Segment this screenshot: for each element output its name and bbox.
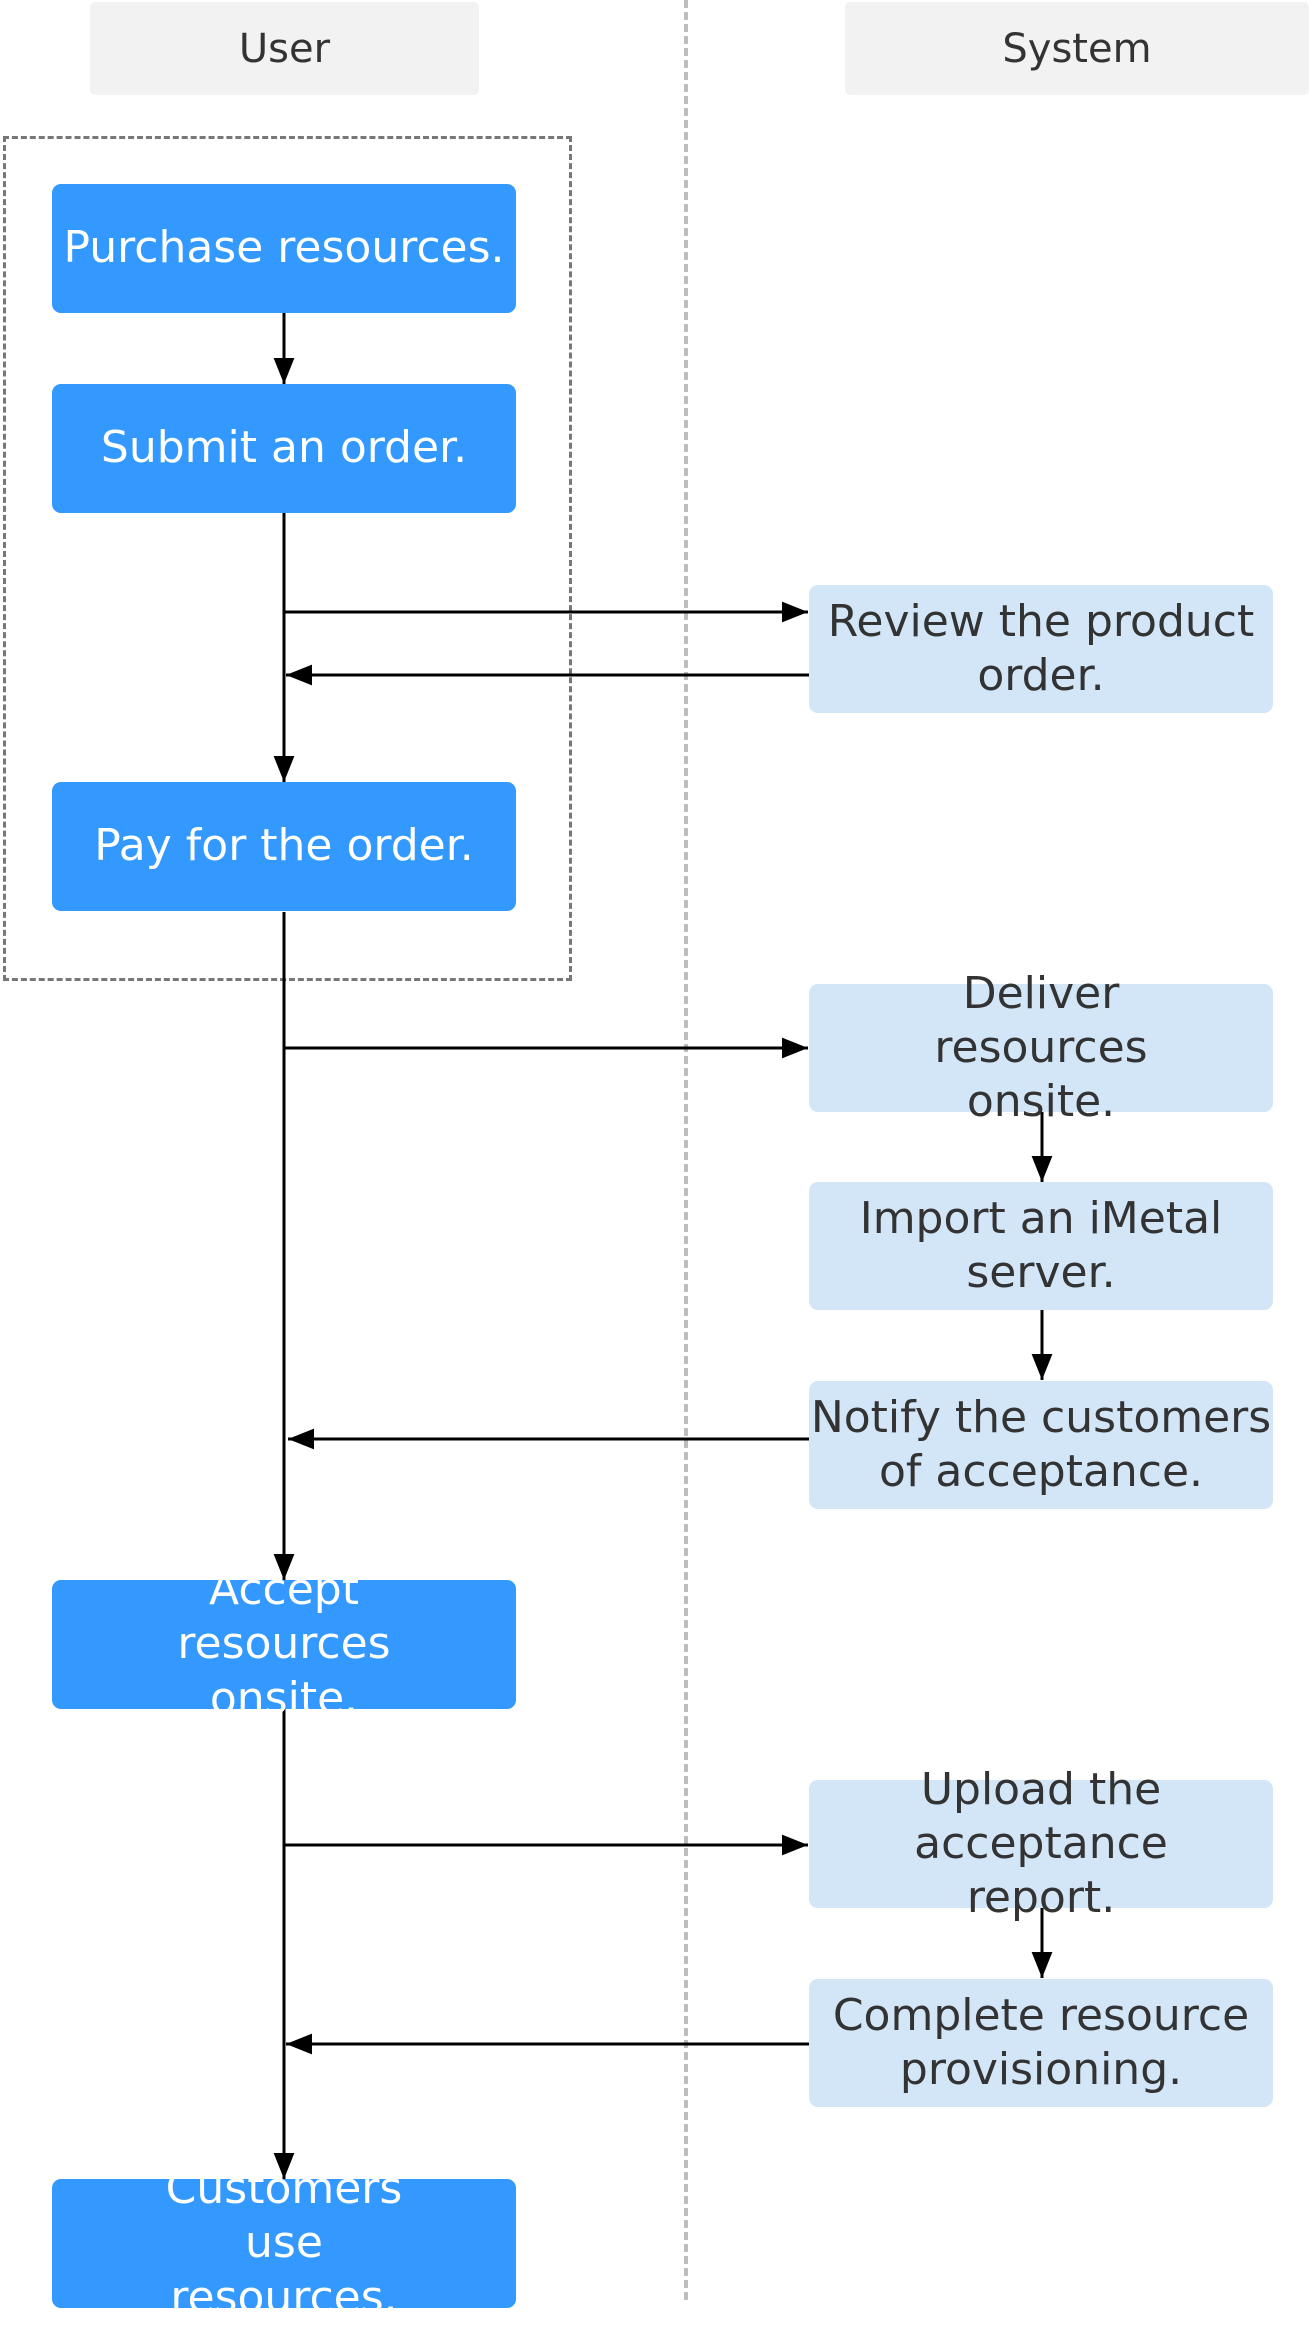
step-notify-customers: Notify the customers of acceptance. [809,1381,1273,1509]
lane-divider [684,0,688,2300]
step-import-server: Import an iMetal server. [809,1182,1273,1310]
step-upload-report: Upload the acceptance report. [809,1764,1273,1923]
step-accept-resources: Accept resources onsite. [52,1564,516,1724]
step-customers-use: Customers use resources. [52,2163,516,2323]
step-complete-provisioning: Complete resource provisioning. [809,1979,1273,2107]
step-review-order: Review the product order. [809,585,1273,713]
step-pay-order: Pay for the order. [52,782,516,911]
lane-header-system: System [845,2,1309,95]
lane-header-user: User [90,2,479,95]
ordering-group-box [3,136,572,981]
step-submit-order: Submit an order. [52,384,516,513]
step-deliver-resources: Deliver resources onsite. [809,968,1273,1127]
step-purchase-resources: Purchase resources. [52,184,516,313]
